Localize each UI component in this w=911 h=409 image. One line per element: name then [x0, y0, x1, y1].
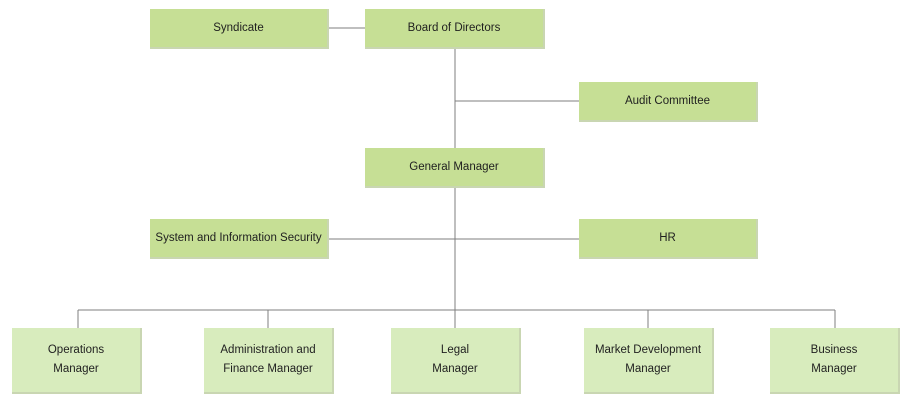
hr-box: HR [579, 219, 758, 259]
general-manager-box: General Manager [365, 148, 545, 188]
market-development-manager-line-1: Market Development [594, 344, 702, 356]
market-development-manager-line-2: Manager [625, 363, 671, 375]
legal-manager-line-2: Manager [432, 363, 478, 375]
board-of-directors-label: Board of Directors [407, 21, 501, 34]
legal-manager-line-1: Legal [440, 344, 470, 356]
hr-label: HR [659, 231, 676, 244]
market-development-manager-box: Market Development Manager [584, 328, 714, 394]
general-manager-label: General Manager [409, 160, 499, 173]
operations-manager-box: Operations Manager [12, 328, 142, 394]
administration-finance-manager-line-2: Finance Manager [223, 363, 313, 375]
operations-manager-line-1: Operations [47, 344, 105, 356]
system-information-security-label: System and Information Security [155, 231, 322, 244]
board-of-directors-box: Board of Directors [365, 9, 545, 49]
audit-committee-label: Audit Committee [624, 94, 710, 107]
system-information-security-box: System and Information Security [150, 219, 329, 259]
administration-finance-manager-line-1: Administration and [220, 344, 316, 356]
administration-finance-manager-box: Administration and Finance Manager [204, 328, 334, 394]
business-manager-line-2: Manager [811, 363, 857, 375]
syndicate-box: Syndicate [150, 9, 329, 49]
syndicate-label: Syndicate [213, 21, 264, 34]
legal-manager-box: Legal Manager [391, 328, 521, 394]
operations-manager-line-2: Manager [53, 363, 99, 375]
audit-committee-box: Audit Committee [579, 82, 758, 122]
business-manager-box: Business Manager [770, 328, 900, 394]
business-manager-line-1: Business [810, 344, 858, 356]
